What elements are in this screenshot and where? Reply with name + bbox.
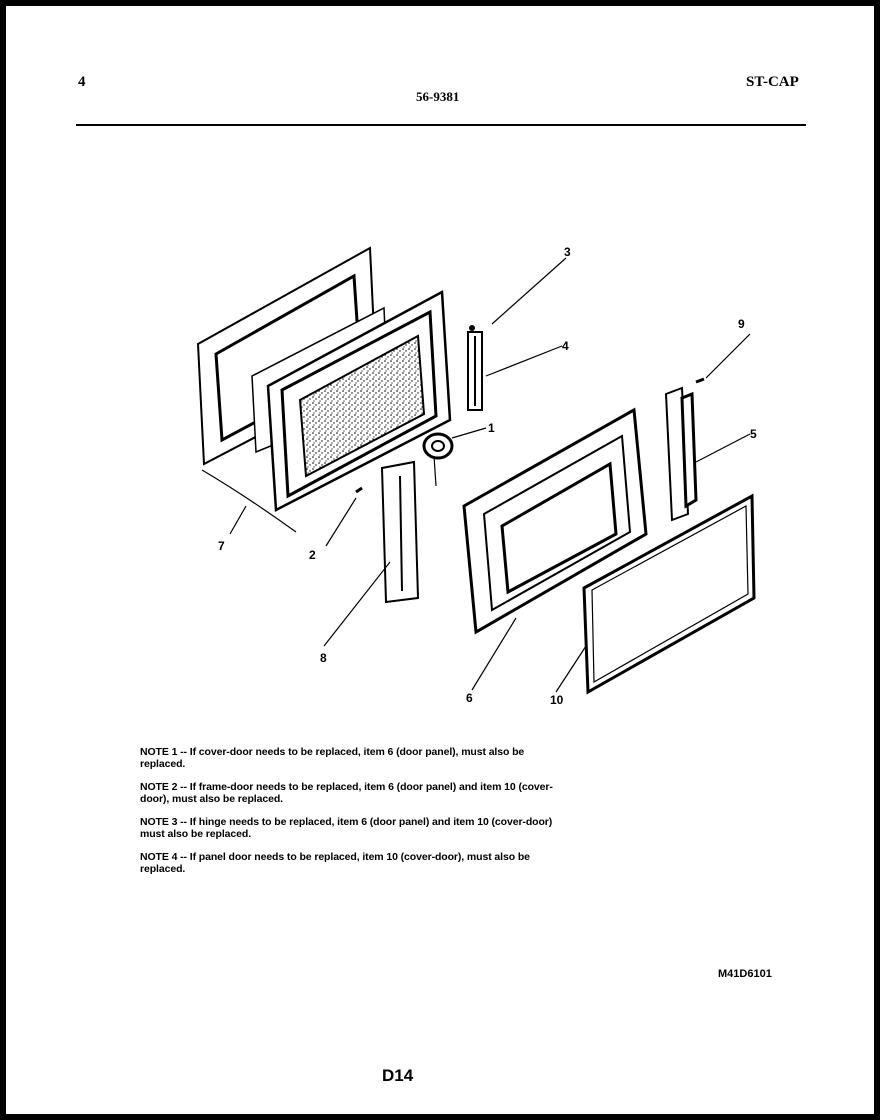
callout-1: 1 — [488, 421, 495, 435]
door-window-frame — [266, 289, 452, 512]
callout-3: 3 — [564, 245, 571, 259]
door-panel — [462, 407, 648, 635]
callout-8: 8 — [320, 651, 327, 665]
door-bracket — [380, 460, 420, 604]
header-rule — [76, 124, 806, 126]
frame-screw — [355, 486, 363, 494]
note-4: NOTE 4 -- If panel door needs to be repl… — [140, 851, 530, 875]
door-knob — [422, 432, 454, 460]
callout-6: 6 — [466, 691, 473, 705]
page-code: D14 — [382, 1066, 414, 1085]
document-code: 56-9381 — [416, 89, 460, 104]
drawing-id: M41D6101 — [718, 968, 772, 980]
model-code: ST-CAP — [746, 74, 799, 90]
callout-9: 9 — [738, 317, 745, 331]
note-3: NOTE 3 -- If hinge needs to be replaced,… — [140, 816, 553, 840]
note-2: NOTE 2 -- If frame-door needs to be repl… — [140, 781, 553, 805]
hinge-right — [664, 386, 698, 522]
callout-10: 10 — [550, 693, 564, 707]
note-1: NOTE 1 -- If cover-door needs to be repl… — [140, 746, 525, 770]
callout-7: 7 — [218, 539, 225, 553]
exploded-door-diagram: 1 2 3 4 5 6 7 8 9 10 — [196, 245, 757, 707]
callout-2: 2 — [309, 548, 316, 562]
handle-screw — [695, 377, 705, 384]
cover-door — [582, 493, 756, 695]
hinge-left — [467, 331, 483, 411]
notes-block: NOTE 1 -- If cover-door needs to be repl… — [140, 746, 560, 886]
callout-4: 4 — [562, 339, 569, 353]
leader-lines — [201, 257, 751, 693]
callout-5: 5 — [750, 427, 757, 441]
parts-diagram-page: 4 56-9381 ST-CAP — [6, 6, 874, 1114]
callout-labels: 1 2 3 4 5 6 7 8 9 10 — [218, 245, 757, 707]
page-number: 4 — [78, 74, 86, 90]
hinge-screw — [469, 325, 475, 331]
